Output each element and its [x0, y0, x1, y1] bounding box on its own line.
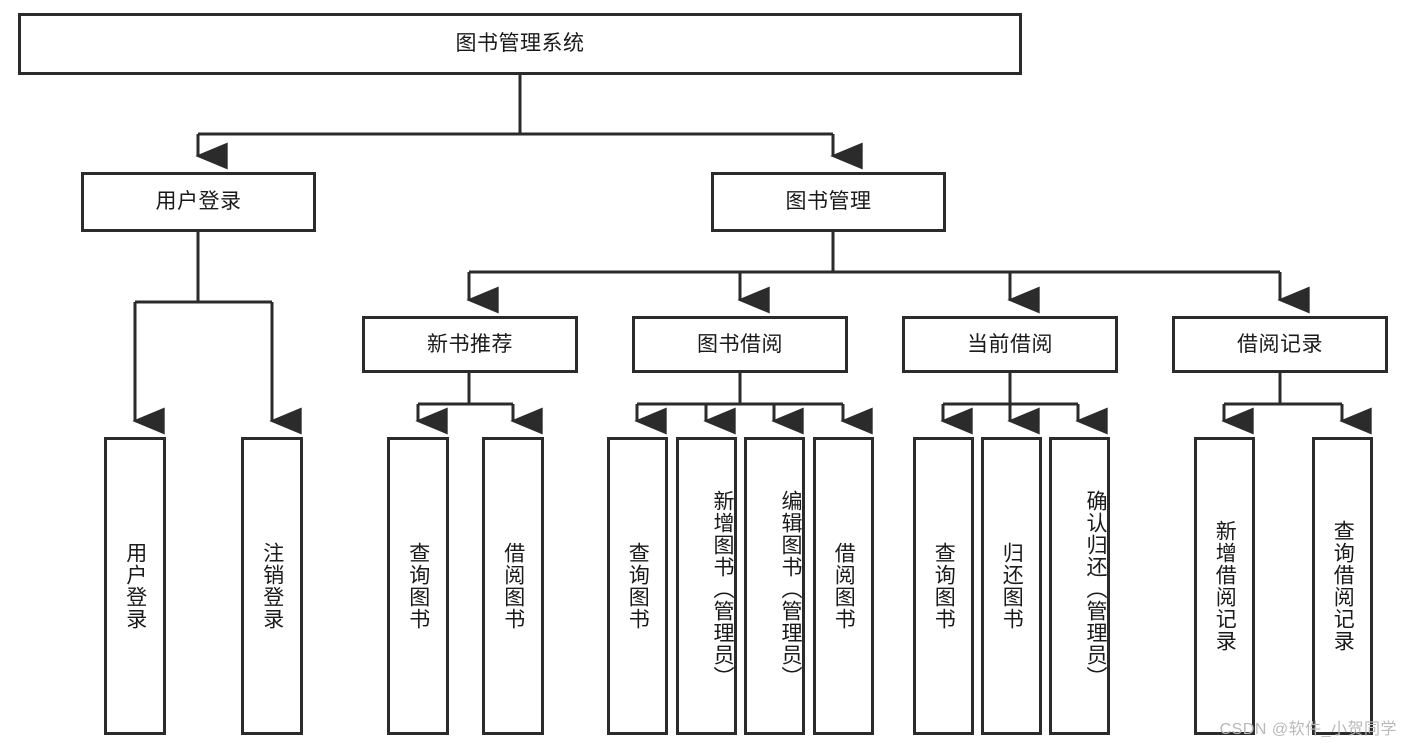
leaf-logout[interactable]: 注销登录 [241, 437, 303, 735]
leaf-user-login[interactable]: 用户登录 [104, 437, 166, 735]
node-label: 查询图书 [406, 542, 430, 630]
node-label: 借阅图书 [501, 542, 525, 630]
node-book-management[interactable]: 图书管理 [711, 172, 946, 232]
leaf-add-borrow-record[interactable]: 新增借阅记录 [1194, 437, 1255, 735]
leaf-confirm-return[interactable]: 确认归还（管理员） [1049, 437, 1110, 735]
csdn-watermark: CSDN @软件_小贺同学 [1219, 721, 1397, 738]
node-label: 借阅图书 [832, 542, 856, 630]
node-label: 借阅记录 [1237, 332, 1323, 356]
node-label: 新书推荐 [427, 332, 513, 356]
leaf-edit-book[interactable]: 编辑图书（管理员） [744, 437, 805, 735]
node-label: 当前借阅 [967, 332, 1053, 356]
node-label: 图书管理 [785, 190, 872, 214]
node-label: 用户登录 [155, 190, 242, 214]
leaf-query-borrow-record[interactable]: 查询借阅记录 [1312, 437, 1373, 735]
node-user-login[interactable]: 用户登录 [81, 172, 316, 232]
node-book-management-system[interactable]: 图书管理系统 [18, 13, 1022, 75]
node-label: 编辑图书（管理员） [779, 490, 802, 688]
node-label: 确认归还（管理员） [1084, 490, 1107, 688]
node-new-book-recommend[interactable]: 新书推荐 [362, 316, 578, 373]
leaf-query-book-2[interactable]: 查询图书 [607, 437, 668, 735]
leaf-query-book-1[interactable]: 查询图书 [387, 437, 449, 735]
node-book-borrow[interactable]: 图书借阅 [632, 316, 848, 373]
node-label: 查询图书 [626, 542, 650, 630]
leaf-borrow-book-1[interactable]: 借阅图书 [482, 437, 544, 735]
leaf-add-book[interactable]: 新增图书（管理员） [676, 437, 737, 735]
node-label: 图书管理系统 [455, 32, 585, 56]
node-label: 新增图书（管理员） [711, 490, 734, 688]
node-label: 用户登录 [123, 542, 147, 630]
node-label: 查询借阅记录 [1331, 520, 1355, 652]
leaf-borrow-book-2[interactable]: 借阅图书 [813, 437, 874, 735]
node-label: 查询图书 [932, 542, 956, 630]
node-label: 归还图书 [1000, 542, 1024, 630]
node-label: 新增借阅记录 [1213, 520, 1237, 652]
node-borrow-record[interactable]: 借阅记录 [1172, 316, 1388, 373]
node-label: 注销登录 [260, 542, 284, 630]
node-label: 图书借阅 [697, 332, 783, 356]
leaf-return-book[interactable]: 归还图书 [981, 437, 1042, 735]
leaf-query-book-3[interactable]: 查询图书 [913, 437, 974, 735]
node-current-borrow[interactable]: 当前借阅 [902, 316, 1118, 373]
